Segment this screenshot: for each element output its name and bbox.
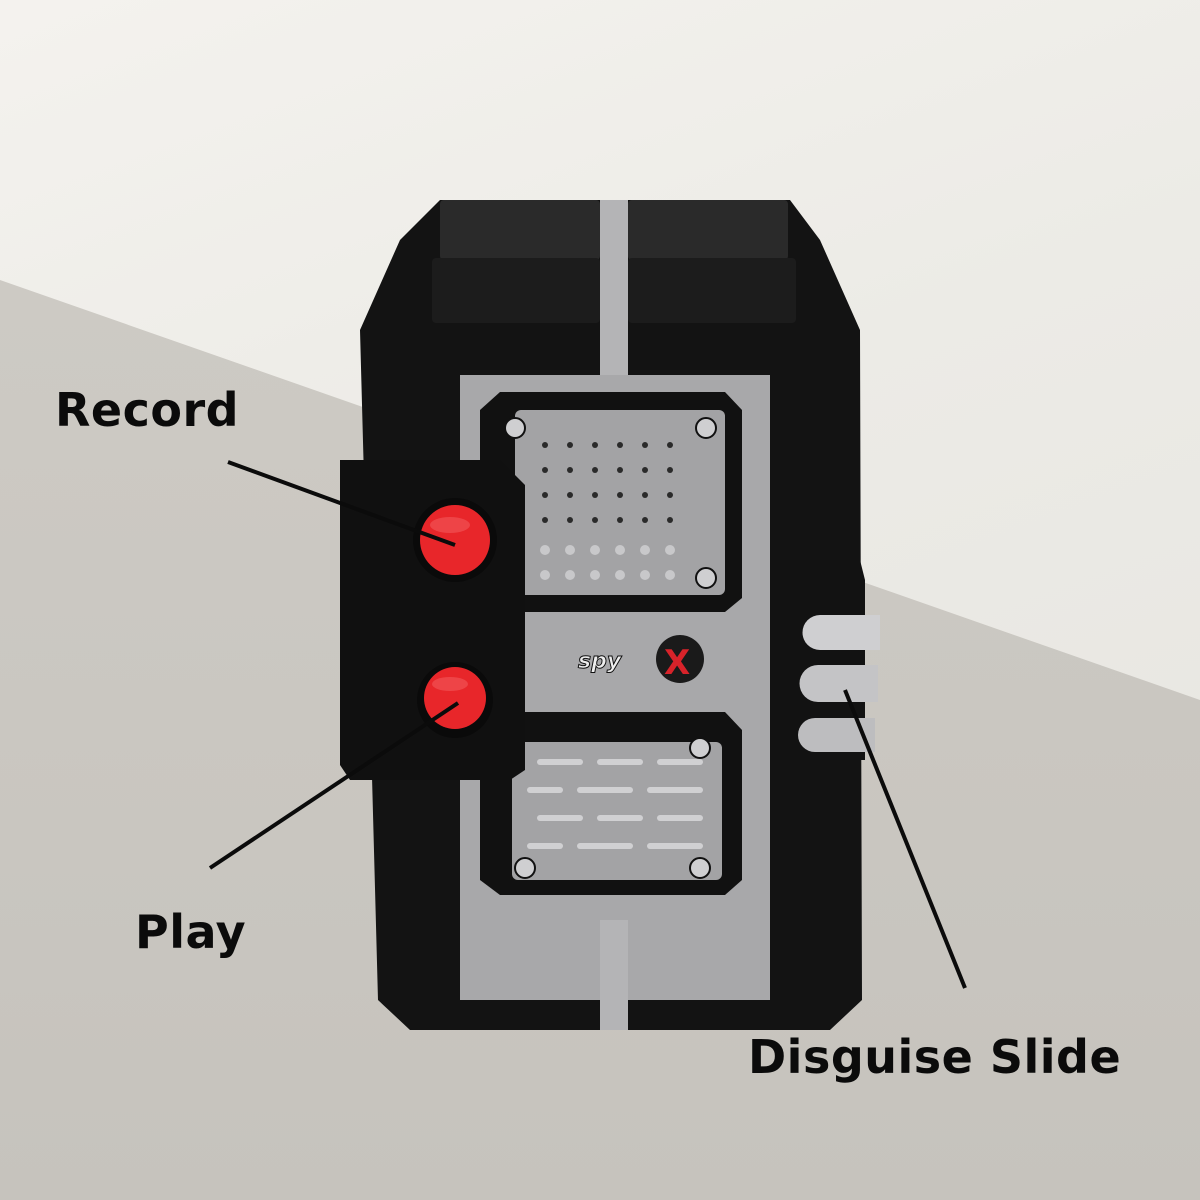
speaker-holes [542,442,673,523]
disguise-callout-line [843,689,967,989]
play-callout-line [208,701,460,870]
device-body [360,200,862,1030]
play-button[interactable] [417,662,493,738]
record-label: Record [55,383,240,437]
spyx-logo: spy X [578,635,704,683]
svg-text:spy: spy [578,649,623,674]
record-callout-line [227,460,456,547]
svg-text:X: X [664,643,690,683]
play-label: Play [135,905,247,959]
disguise-slide-label: Disguise Slide [748,1030,1122,1084]
screw-holes [504,417,717,879]
grille-slots [527,759,703,849]
disguise-slide[interactable] [770,560,880,760]
speaker-dimples [540,545,675,580]
record-button[interactable] [413,498,497,582]
